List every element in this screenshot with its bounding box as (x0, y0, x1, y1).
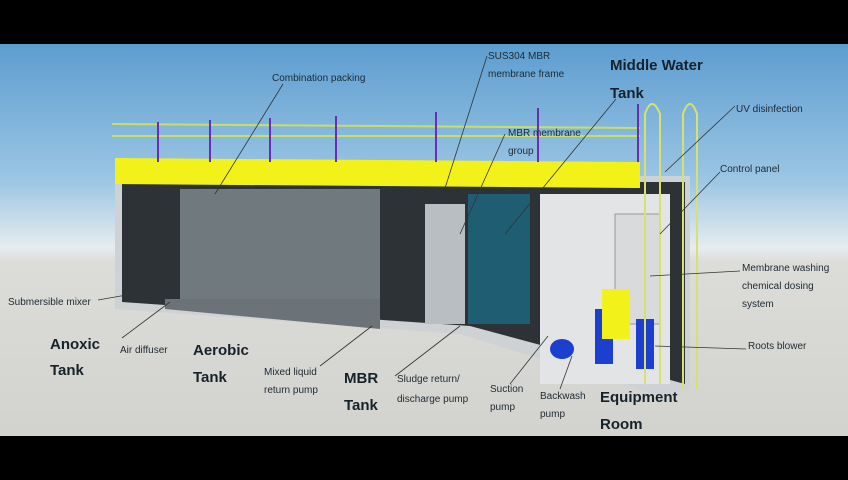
label-mbr-membrane-group: MBR membrane (508, 128, 581, 139)
label-submersible-mixer: Submersible mixer (8, 297, 91, 308)
label-mbr-tank: MBR (344, 370, 379, 387)
label-anoxic-tank-2: Tank (50, 362, 84, 379)
label-combination-packing: Combination packing (272, 73, 366, 84)
label-suction-pump: Suction (490, 384, 524, 395)
mbr-frame (425, 204, 465, 324)
leader-lines (97, 55, 747, 390)
ladder (682, 103, 698, 389)
label-backwash-pump: Backwash (540, 391, 586, 402)
container-illustration (97, 55, 747, 396)
label-suction-pump-2: pump (490, 402, 516, 413)
label-middle-water-tank: Middle Water (610, 57, 703, 74)
label-membrane-washing-3: system (742, 299, 774, 310)
label-sus304-frame: SUS304 MBR (488, 51, 551, 62)
label-control-panel: Control panel (720, 164, 780, 175)
label-sludge-pump: Sludge return/ (397, 374, 460, 385)
label-roots-blower: Roots blower (748, 341, 807, 352)
label-middle-water-tank-2: Tank (610, 85, 644, 102)
label-mixed-liquid-pump: Mixed liquid (264, 367, 317, 378)
backwash-pump (550, 339, 574, 359)
aerobic-floor (165, 299, 380, 329)
combination-packing (180, 189, 380, 299)
label-sus304-frame-2: membrane frame (488, 69, 565, 80)
mbr-container-render: Combination packing SUS304 MBR membrane … (0, 44, 848, 436)
label-mbr-membrane-group-2: group (508, 146, 534, 157)
railing-rail (111, 123, 641, 129)
label-aerobic-tank-2: Tank (193, 369, 227, 386)
label-sludge-pump-2: discharge pump (397, 394, 469, 405)
deck (115, 158, 640, 188)
label-equipment-room-2: Room (600, 416, 643, 433)
middle-water-tank (468, 194, 530, 324)
label-uv-disinfection: UV disinfection (736, 104, 803, 115)
label-aerobic-tank: Aerobic (193, 342, 249, 359)
label-membrane-washing: Membrane washing (742, 263, 830, 274)
ladder (644, 103, 661, 384)
dosing-tank (602, 289, 630, 339)
letterbox-bottom (0, 436, 848, 480)
label-mixed-liquid-pump-2: return pump (264, 385, 318, 396)
label-equipment-room: Equipment (600, 389, 678, 406)
label-membrane-washing-2: chemical dosing (742, 281, 814, 292)
label-anoxic-tank: Anoxic (50, 336, 101, 353)
railing-posts (157, 104, 639, 162)
label-backwash-pump-2: pump (540, 409, 566, 420)
label-mbr-tank-2: Tank (344, 397, 378, 414)
label-air-diffuser: Air diffuser (120, 345, 168, 356)
letterbox-top (0, 0, 848, 44)
